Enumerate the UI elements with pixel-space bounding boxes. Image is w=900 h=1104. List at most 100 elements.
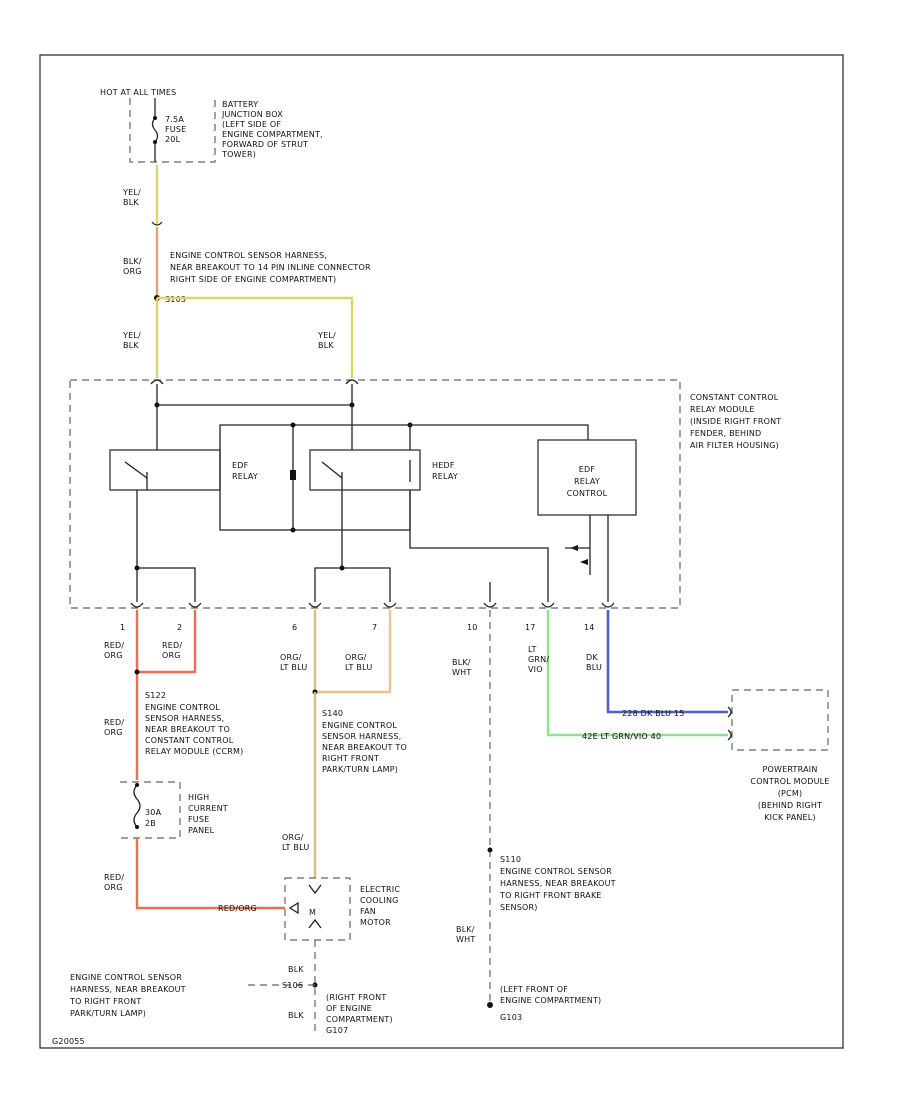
svg-text:OF ENGINE: OF ENGINE: [326, 1004, 372, 1013]
pin-2-label: 2: [177, 623, 182, 632]
svg-text:BLK/: BLK/: [456, 925, 475, 934]
svg-text:BLU: BLU: [586, 663, 602, 672]
pin-7-label: 7: [372, 623, 377, 632]
pcm-pin-40: [727, 729, 732, 741]
svg-text:(INSIDE RIGHT FRONT: (INSIDE RIGHT FRONT: [690, 417, 781, 426]
wire-label-blk-org: BLK/ ORG: [123, 257, 142, 276]
svg-text:FENDER, BEHIND: FENDER, BEHIND: [690, 429, 761, 438]
svg-text:WHT: WHT: [452, 668, 471, 677]
svg-text:POWERTRAIN: POWERTRAIN: [763, 765, 818, 774]
svg-text:ENGINE CONTROL: ENGINE CONTROL: [145, 703, 220, 712]
edf-relay-control-box: [537, 439, 637, 516]
high-current-fuse-icon: [133, 783, 141, 829]
pcm-pin-15: [727, 706, 732, 718]
svg-text:ENGINE CONTROL: ENGINE CONTROL: [322, 721, 397, 730]
svg-text:AIR FILTER HOUSING): AIR FILTER HOUSING): [690, 441, 779, 450]
svg-text:ORG/: ORG/: [345, 653, 367, 662]
svg-text:JUNCTION BOX: JUNCTION BOX: [221, 110, 283, 119]
wire-label-red-org-horiz: RED/ORG: [218, 904, 257, 913]
svg-text:NEAR BREAKOUT TO: NEAR BREAKOUT TO: [322, 743, 407, 752]
splice-s140-desc: ENGINE CONTROL SENSOR HARNESS, NEAR BREA…: [322, 721, 407, 774]
svg-text:ORG/: ORG/: [282, 833, 304, 842]
wire-label-dkblu: DK BLU: [586, 653, 602, 672]
svg-text:CURRENT: CURRENT: [188, 804, 228, 813]
svg-text:GRN/: GRN/: [528, 655, 549, 664]
fan-motor-label: ELECTRIC COOLING FAN MOTOR: [360, 885, 400, 927]
fan-motor-outline: [284, 877, 351, 941]
svg-text:ENGINE COMPARTMENT,: ENGINE COMPARTMENT,: [222, 130, 323, 139]
battery-junction-box-outline: [129, 98, 216, 163]
pcm-wire-label-2: 42E LT GRN/VIO 40: [582, 732, 661, 741]
svg-text:SENSOR HARNESS,: SENSOR HARNESS,: [322, 732, 401, 741]
svg-text:PARK/TURN LAMP): PARK/TURN LAMP): [322, 765, 398, 774]
pin-6-label: 6: [292, 623, 297, 632]
svg-text:RED/: RED/: [104, 641, 124, 650]
svg-text:FUSE: FUSE: [188, 815, 209, 824]
hedf-relay-label: HEDF RELAY: [432, 461, 458, 481]
splice-s106-label: S106: [282, 981, 303, 990]
svg-text:RELAY: RELAY: [432, 472, 458, 481]
wire-yel-blk-right: [157, 296, 354, 378]
wire-red-org-to-fan: [135, 838, 285, 910]
wire-red-org-pin2: [137, 610, 197, 674]
edf-relay-switch-icon: [124, 461, 148, 490]
pcm-outline: [731, 689, 829, 751]
diode-icon: [290, 470, 296, 480]
hedf-relay-switch-icon: [321, 461, 343, 490]
wire-label-yel-blk-2: YEL/ BLK: [122, 331, 141, 350]
wire-label-yel-blk-3: YEL/ BLK: [317, 331, 336, 350]
pcm-wire-label-1: 228 DK BLU 15: [622, 709, 685, 718]
svg-text:M: M: [309, 908, 316, 917]
svg-text:YEL/: YEL/: [122, 331, 141, 340]
wire-label-blk-1: BLK: [288, 965, 304, 974]
svg-text:NEAR BREAKOUT TO: NEAR BREAKOUT TO: [145, 725, 230, 734]
edf-relay-box: [109, 449, 221, 491]
wire-label-ltgrn-vio: LT GRN/ VIO: [528, 645, 549, 674]
svg-text:EDF: EDF: [232, 461, 249, 470]
svg-text:2B: 2B: [145, 819, 156, 828]
wire-edf-out-2: [137, 567, 196, 602]
splice-s110-dot: [487, 847, 493, 853]
ground-g103-desc: (LEFT FRONT OF ENGINE COMPARTMENT) G103: [500, 985, 601, 1022]
svg-text:WHT: WHT: [456, 935, 475, 944]
arrow-icon-2: [580, 559, 588, 565]
splice-s122-dot: [134, 669, 140, 675]
svg-text:YEL/: YEL/: [317, 331, 336, 340]
svg-text:HIGH: HIGH: [188, 793, 209, 802]
hc-fuse-rating: 30A 2B: [145, 808, 161, 828]
svg-text:LT BLU: LT BLU: [280, 663, 307, 672]
fuse-symbol: [151, 98, 159, 162]
pin-1-label: 1: [120, 623, 125, 632]
high-current-fuse-panel-outline: [120, 781, 181, 839]
svg-text:CONSTANT CONTROL: CONSTANT CONTROL: [690, 393, 779, 402]
svg-text:HEDF: HEDF: [432, 461, 455, 470]
svg-text:HARNESS, NEAR BREAKOUT: HARNESS, NEAR BREAKOUT: [500, 879, 616, 888]
wire-label-org-ltblu-3: ORG/ LT BLU: [282, 833, 309, 852]
svg-text:ELECTRIC: ELECTRIC: [360, 885, 400, 894]
fuse-label: 7.5A FUSE 20L: [165, 115, 186, 144]
diagram-id: G20055: [52, 1037, 85, 1046]
junction-dot-4: [290, 527, 296, 533]
svg-text:LT: LT: [528, 645, 537, 654]
svg-text:RIGHT FRONT: RIGHT FRONT: [322, 754, 379, 763]
wire-label-red-org-2: RED/ ORG: [162, 641, 182, 660]
svg-text:BLK/: BLK/: [452, 658, 471, 667]
svg-text:ORG: ORG: [104, 883, 123, 892]
pin-14-label: 14: [584, 623, 595, 632]
wire-label-red-org-1: RED/ ORG: [104, 641, 124, 660]
svg-text:MOTOR: MOTOR: [360, 918, 391, 927]
svg-text:7.5A: 7.5A: [165, 115, 184, 124]
hedf-relay-box: [309, 449, 421, 491]
svg-text:RELAY MODULE: RELAY MODULE: [690, 405, 755, 414]
svg-text:RED/: RED/: [104, 718, 124, 727]
wire-label-blk-wht-2: BLK/ WHT: [456, 925, 475, 944]
svg-text:CONTROL: CONTROL: [567, 489, 608, 498]
ground-g103-dot: [487, 1002, 493, 1008]
svg-text:ORG/: ORG/: [280, 653, 302, 662]
svg-text:G107: G107: [326, 1026, 348, 1035]
edf-relay-control-label: EDF RELAY CONTROL: [567, 465, 608, 498]
wire-label-blk-wht: BLK/ WHT: [452, 658, 471, 677]
svg-text:TO RIGHT FRONT: TO RIGHT FRONT: [69, 997, 141, 1006]
fan-motor-icon: M: [288, 884, 322, 929]
